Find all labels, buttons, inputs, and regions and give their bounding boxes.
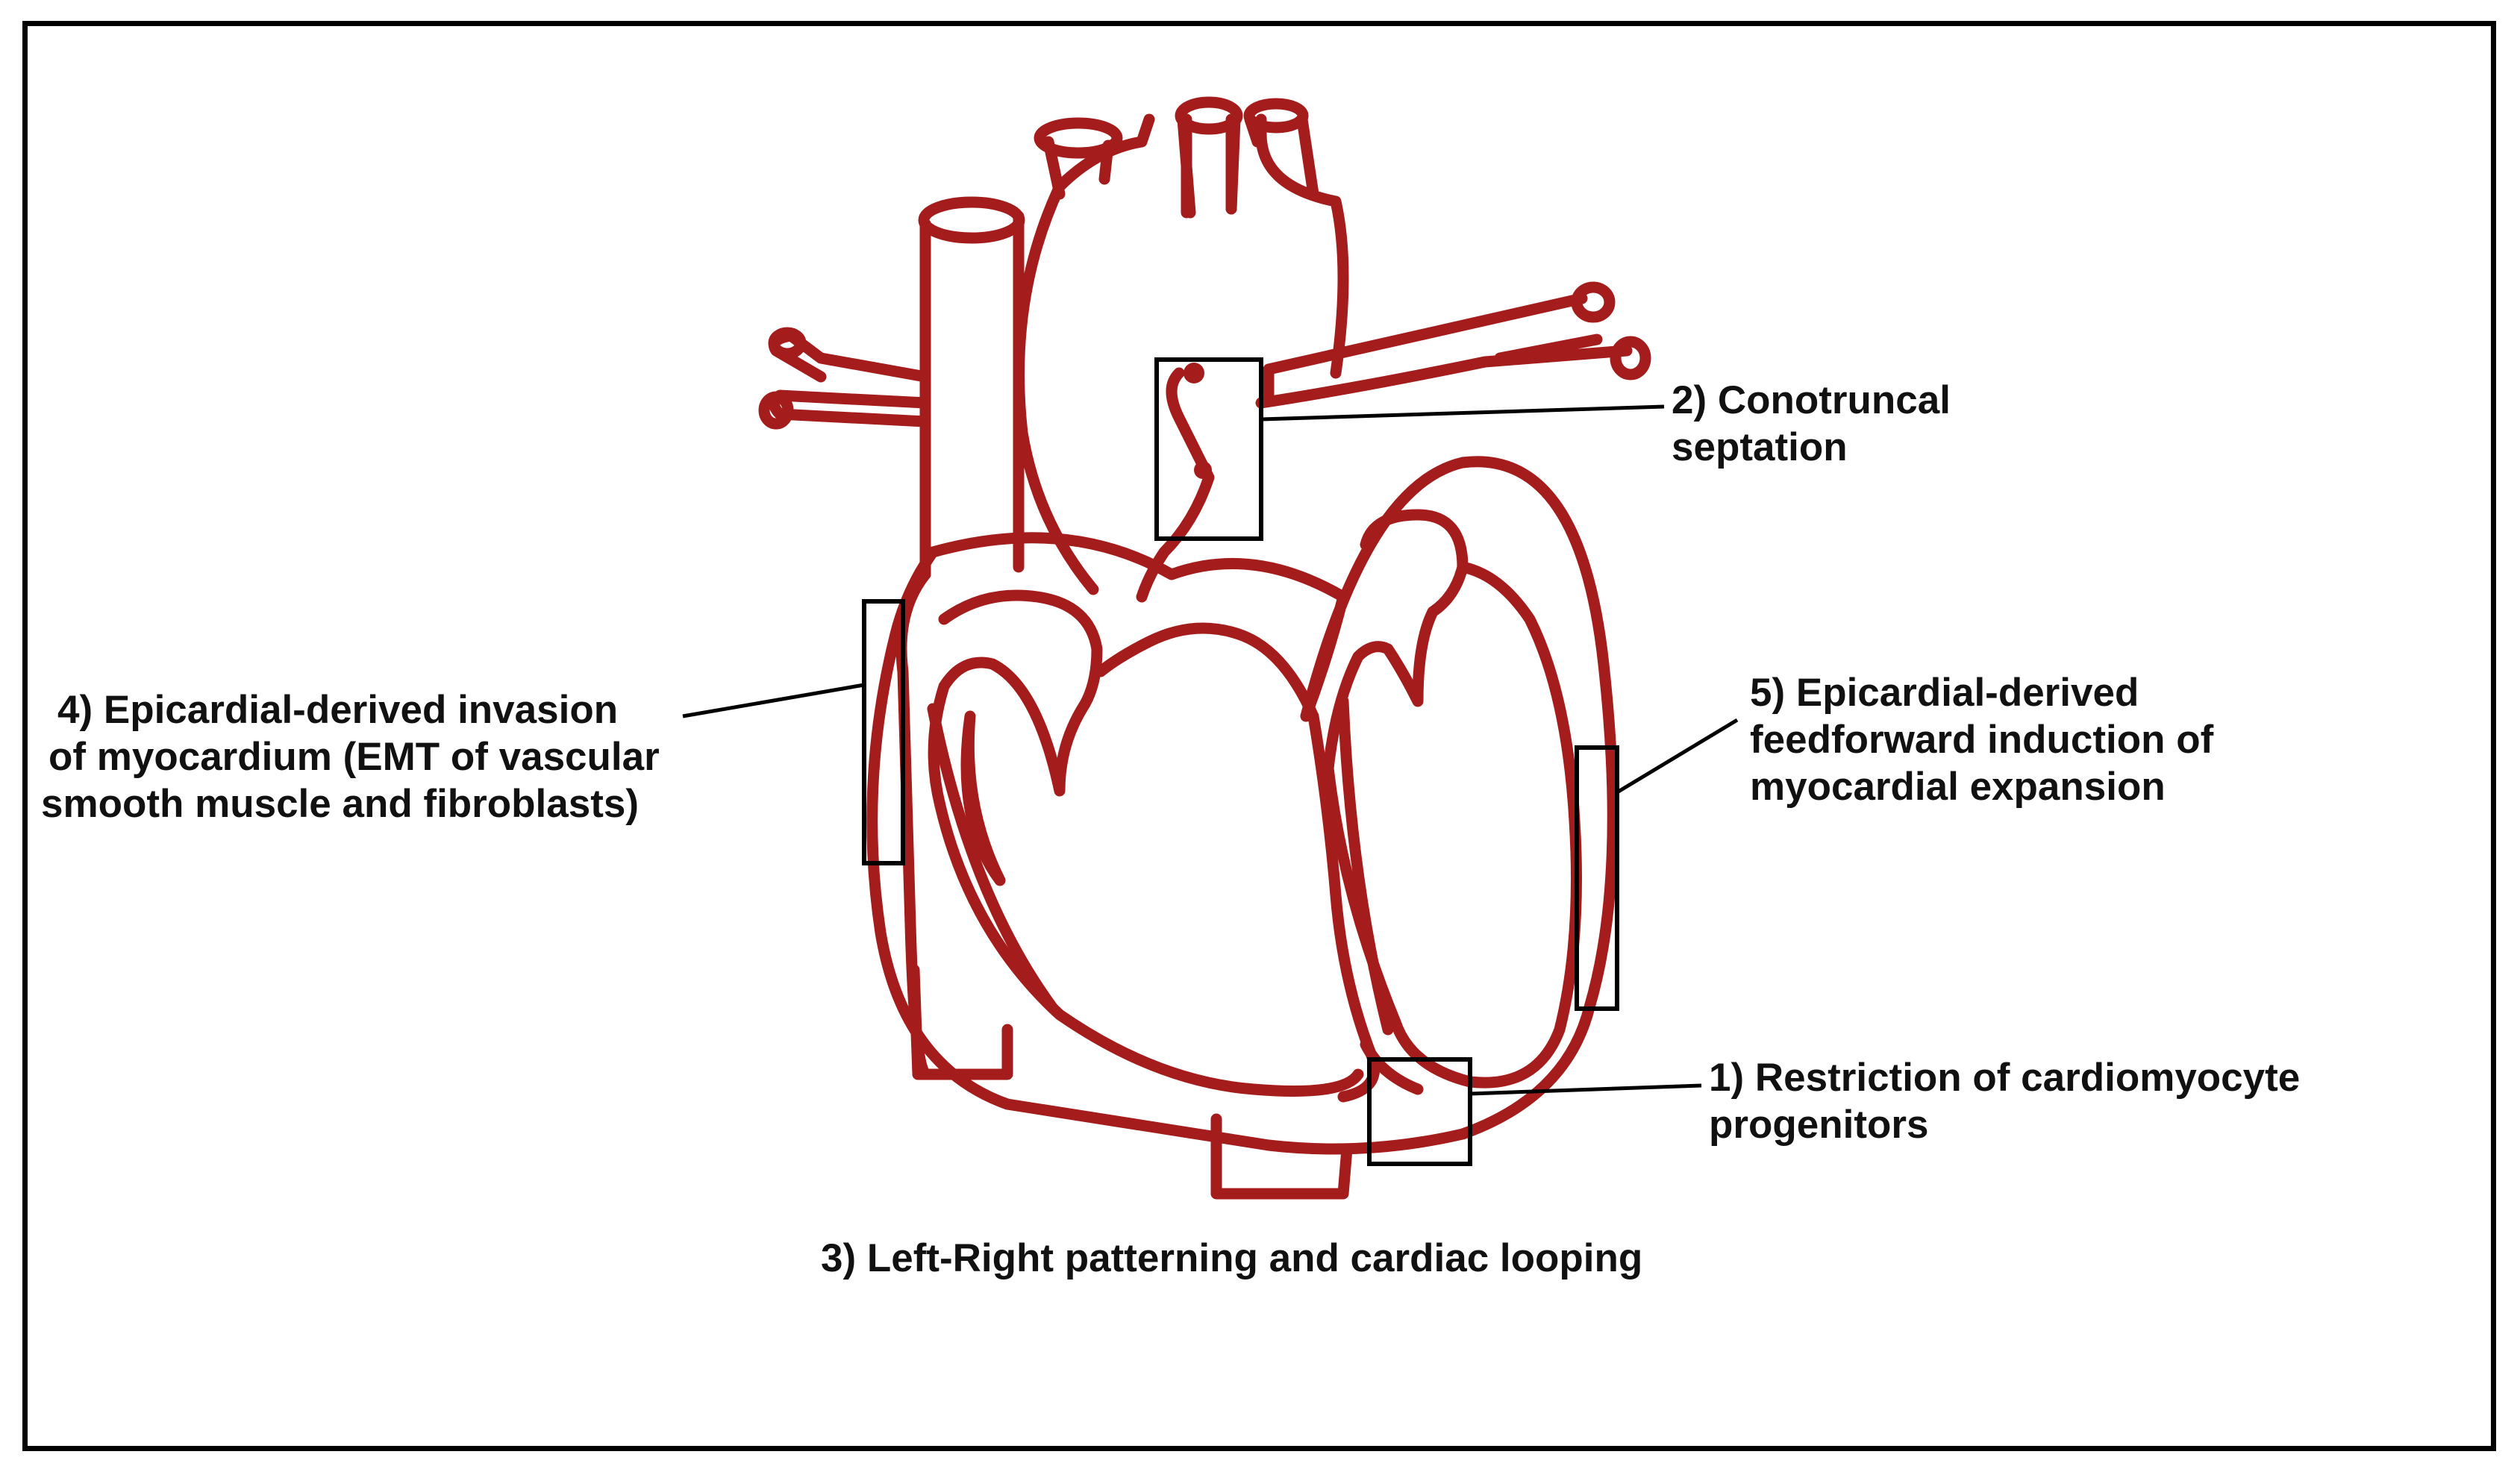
- inferior-vena-cava: [908, 964, 1013, 1080]
- label-4-line-2: of myocardium (EMT of vascular: [49, 735, 660, 779]
- leader-line-5: [1616, 718, 1739, 795]
- highlight-box-4: [862, 599, 905, 865]
- heart-body-outer: [866, 456, 1619, 1155]
- left-pulmonary-opening-upper: [1571, 281, 1616, 323]
- label-2-line-2: septation: [1672, 425, 1848, 469]
- highlight-box-2: [1154, 357, 1263, 541]
- right-atrium-inner: [928, 589, 1364, 1097]
- left-pulmonary-opening-lower: [1610, 336, 1651, 380]
- brachiocephalic-opening: [1034, 117, 1123, 159]
- aortic-arch: [1013, 113, 1349, 595]
- superior-vena-cava: [919, 210, 1025, 580]
- right-pulmonary-opening-upper: [768, 327, 807, 360]
- label-3-line-1: 3) Left-Right patterning and cardiac loo…: [821, 1236, 1643, 1280]
- leader-line-2: [1260, 404, 1665, 422]
- label-2-line-1: 2) Conotruncal: [1672, 378, 1951, 422]
- septation-dot-upper: [1184, 363, 1204, 383]
- label-1: 1) Restriction of cardiomyocyte progenit…: [1709, 1054, 2300, 1148]
- right-pulmonary-artery: [769, 330, 931, 427]
- superior-vena-cava-opening: [918, 196, 1025, 244]
- label-2: 2) Conotruncal septation: [1672, 377, 1951, 471]
- highlight-box-1: [1367, 1057, 1472, 1166]
- label-5-line-2: feedforward induction of: [1750, 718, 2214, 762]
- leader-line-1: [1469, 1083, 1702, 1096]
- label-4-line-1: 4) Epicardial-derived invasion: [57, 688, 619, 732]
- right-atrium-lumen: [960, 710, 1006, 886]
- label-4: 4) Epicardial-derived invasion of myocar…: [41, 686, 660, 827]
- carotid-branches: [1042, 113, 1319, 219]
- septation-dot-lower: [1194, 461, 1212, 479]
- label-4-line-3: smooth muscle and fibroblasts): [41, 782, 640, 826]
- heart-outline: [758, 96, 1651, 1200]
- left-ventricle-wall: [1337, 695, 1424, 1095]
- descending-aorta-stub: [1210, 1113, 1353, 1200]
- label-5: 5) Epicardial-derived feedforward induct…: [1750, 669, 2213, 810]
- highlight-box-5: [1575, 745, 1619, 1011]
- label-5-line-1: 5) Epicardial-derived: [1750, 671, 2139, 715]
- label-3: 3) Left-Right patterning and cardiac loo…: [821, 1235, 1642, 1282]
- label-5-line-3: myocardial expansion: [1750, 765, 2166, 809]
- right-pulmonary-opening-lower: [758, 391, 794, 430]
- label-1-line-2: progenitors: [1709, 1103, 1929, 1147]
- label-1-line-1: 1) Restriction of cardiomyocyte: [1709, 1056, 2301, 1100]
- left-ventricle-inner: [1322, 509, 1582, 1089]
- leader-line-4: [682, 683, 865, 718]
- right-ventricle-inner: [927, 622, 1381, 1103]
- figure-frame: [22, 21, 2496, 1451]
- left-pulmonary-artery: [1255, 292, 1633, 409]
